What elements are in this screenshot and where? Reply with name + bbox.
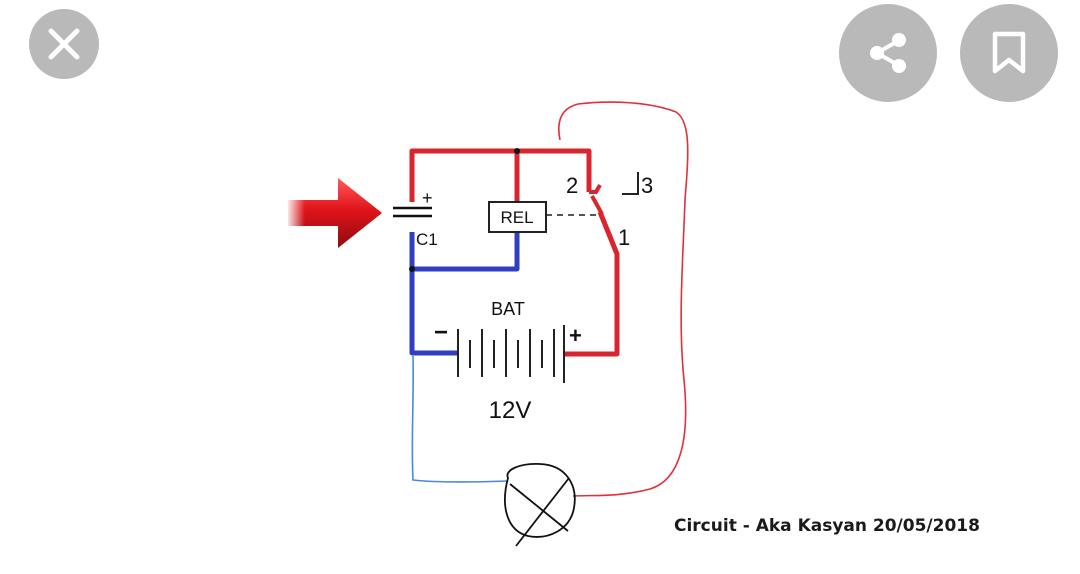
junction-dot	[514, 148, 520, 154]
relay-switch-contact	[589, 184, 604, 215]
share-button[interactable]	[839, 4, 937, 102]
bookmark-button[interactable]	[960, 4, 1058, 102]
negative-wire	[409, 232, 520, 356]
diagram-credit: Circuit - Aka Kasyan 20/05/2018	[674, 516, 980, 536]
share-icon	[870, 33, 906, 73]
bookmark-icon	[992, 31, 1026, 74]
capacitor-label: C1	[416, 230, 438, 249]
capacitor-c1	[393, 206, 432, 218]
pointer-arrow	[286, 178, 382, 248]
contact-3-label: 3	[641, 173, 653, 198]
capacitor-plus-sign: +	[422, 188, 433, 208]
battery-minus-sign: −	[434, 319, 448, 346]
thin-red-wire	[558, 101, 689, 497]
positive-wire	[409, 148, 620, 357]
close-icon	[48, 28, 80, 60]
lamp	[504, 463, 576, 547]
contact-3-bracket	[622, 172, 639, 195]
relay-label: REL	[500, 208, 533, 227]
battery-plus-sign: +	[569, 323, 582, 348]
close-button[interactable]	[29, 9, 99, 79]
contact-1-label: 1	[618, 225, 630, 250]
junction-dot	[409, 266, 415, 272]
voltage-label: 12V	[489, 397, 532, 424]
contact-2-label: 2	[566, 173, 578, 198]
battery	[457, 325, 565, 383]
relay-box	[488, 201, 547, 233]
battery-label: BAT	[491, 299, 525, 319]
thin-blue-wire	[411, 355, 509, 483]
